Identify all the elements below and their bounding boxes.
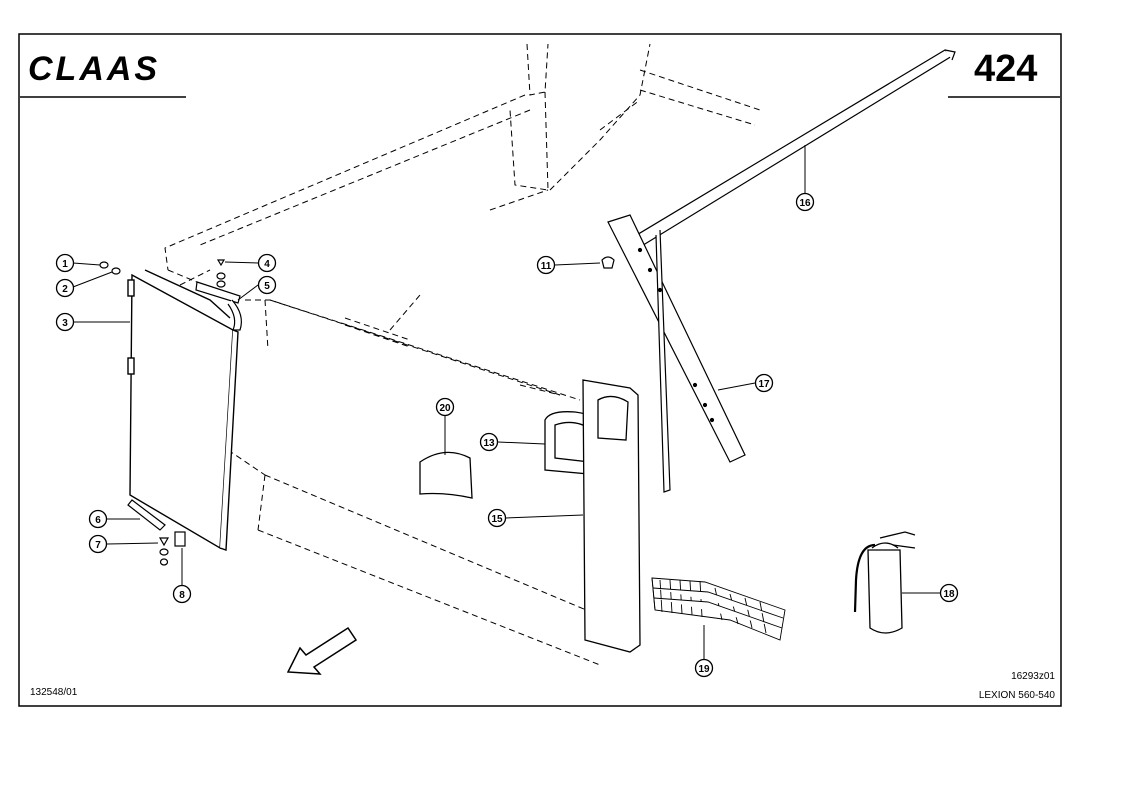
callout-label: 7: [95, 540, 101, 551]
callout-4: [257, 253, 277, 273]
callout-label: 3: [62, 318, 68, 329]
vertical-duct-part: [582, 379, 641, 653]
callout-label: 13: [483, 438, 495, 449]
callout-label: 8: [179, 590, 185, 601]
callout-label: 2: [62, 284, 68, 295]
callout-3: [55, 312, 75, 332]
callout-label: 18: [943, 589, 955, 600]
callout-label: 20: [439, 403, 451, 414]
callout-6: [88, 509, 108, 529]
direction-arrow-icon: [286, 626, 358, 675]
bracket-part: [195, 281, 242, 331]
fire-extinguisher-icon: [853, 531, 916, 634]
top-rail-part: [619, 49, 956, 256]
callout-label: 19: [698, 664, 710, 675]
footer-left-code: 132548/01: [30, 687, 78, 698]
callout-11: [536, 255, 556, 275]
hardware-parts: [99, 259, 226, 566]
callout-label: 16: [799, 198, 811, 209]
callout-16: [795, 192, 815, 212]
callout-8: [172, 584, 192, 604]
cab-frame-dashed: [164, 43, 761, 666]
callout-label: 6: [95, 515, 101, 526]
drawing-code: 16293z01: [1011, 671, 1055, 682]
side-panel-part: [127, 269, 239, 551]
slotted-bar-part: [607, 214, 746, 493]
callout-labels: 1 2 3 4 5 6 7 8 11 13 15 16 17 18 19 20: [62, 198, 955, 675]
callout-7: [88, 534, 108, 554]
callout-15: [487, 508, 507, 528]
callout-label: 11: [541, 261, 552, 272]
callout-label: 1: [62, 259, 68, 270]
callout-20: [435, 397, 455, 417]
model-name: LEXION 560-540: [979, 690, 1056, 701]
page-number: 424: [974, 48, 1037, 90]
front-panel-outline: [245, 299, 581, 401]
callout-label: 4: [264, 259, 270, 270]
leader-lines: [72, 145, 940, 659]
callout-18: [939, 583, 959, 603]
cap-part: [601, 256, 615, 269]
callout-13: [479, 432, 499, 452]
brand-logo: CLAAS: [28, 50, 160, 88]
page-frame: [18, 33, 1062, 707]
callout-label: 5: [264, 281, 270, 292]
callout-5: [257, 275, 277, 295]
callout-17: [754, 373, 774, 393]
mesh-grid-part: [651, 577, 786, 641]
callout-1: [55, 253, 75, 273]
cover-part: [419, 451, 473, 499]
callout-circles: [55, 192, 959, 678]
callout-19: [694, 658, 714, 678]
callout-2: [55, 278, 75, 298]
callout-label: 15: [491, 514, 503, 525]
callout-label: 17: [758, 379, 770, 390]
